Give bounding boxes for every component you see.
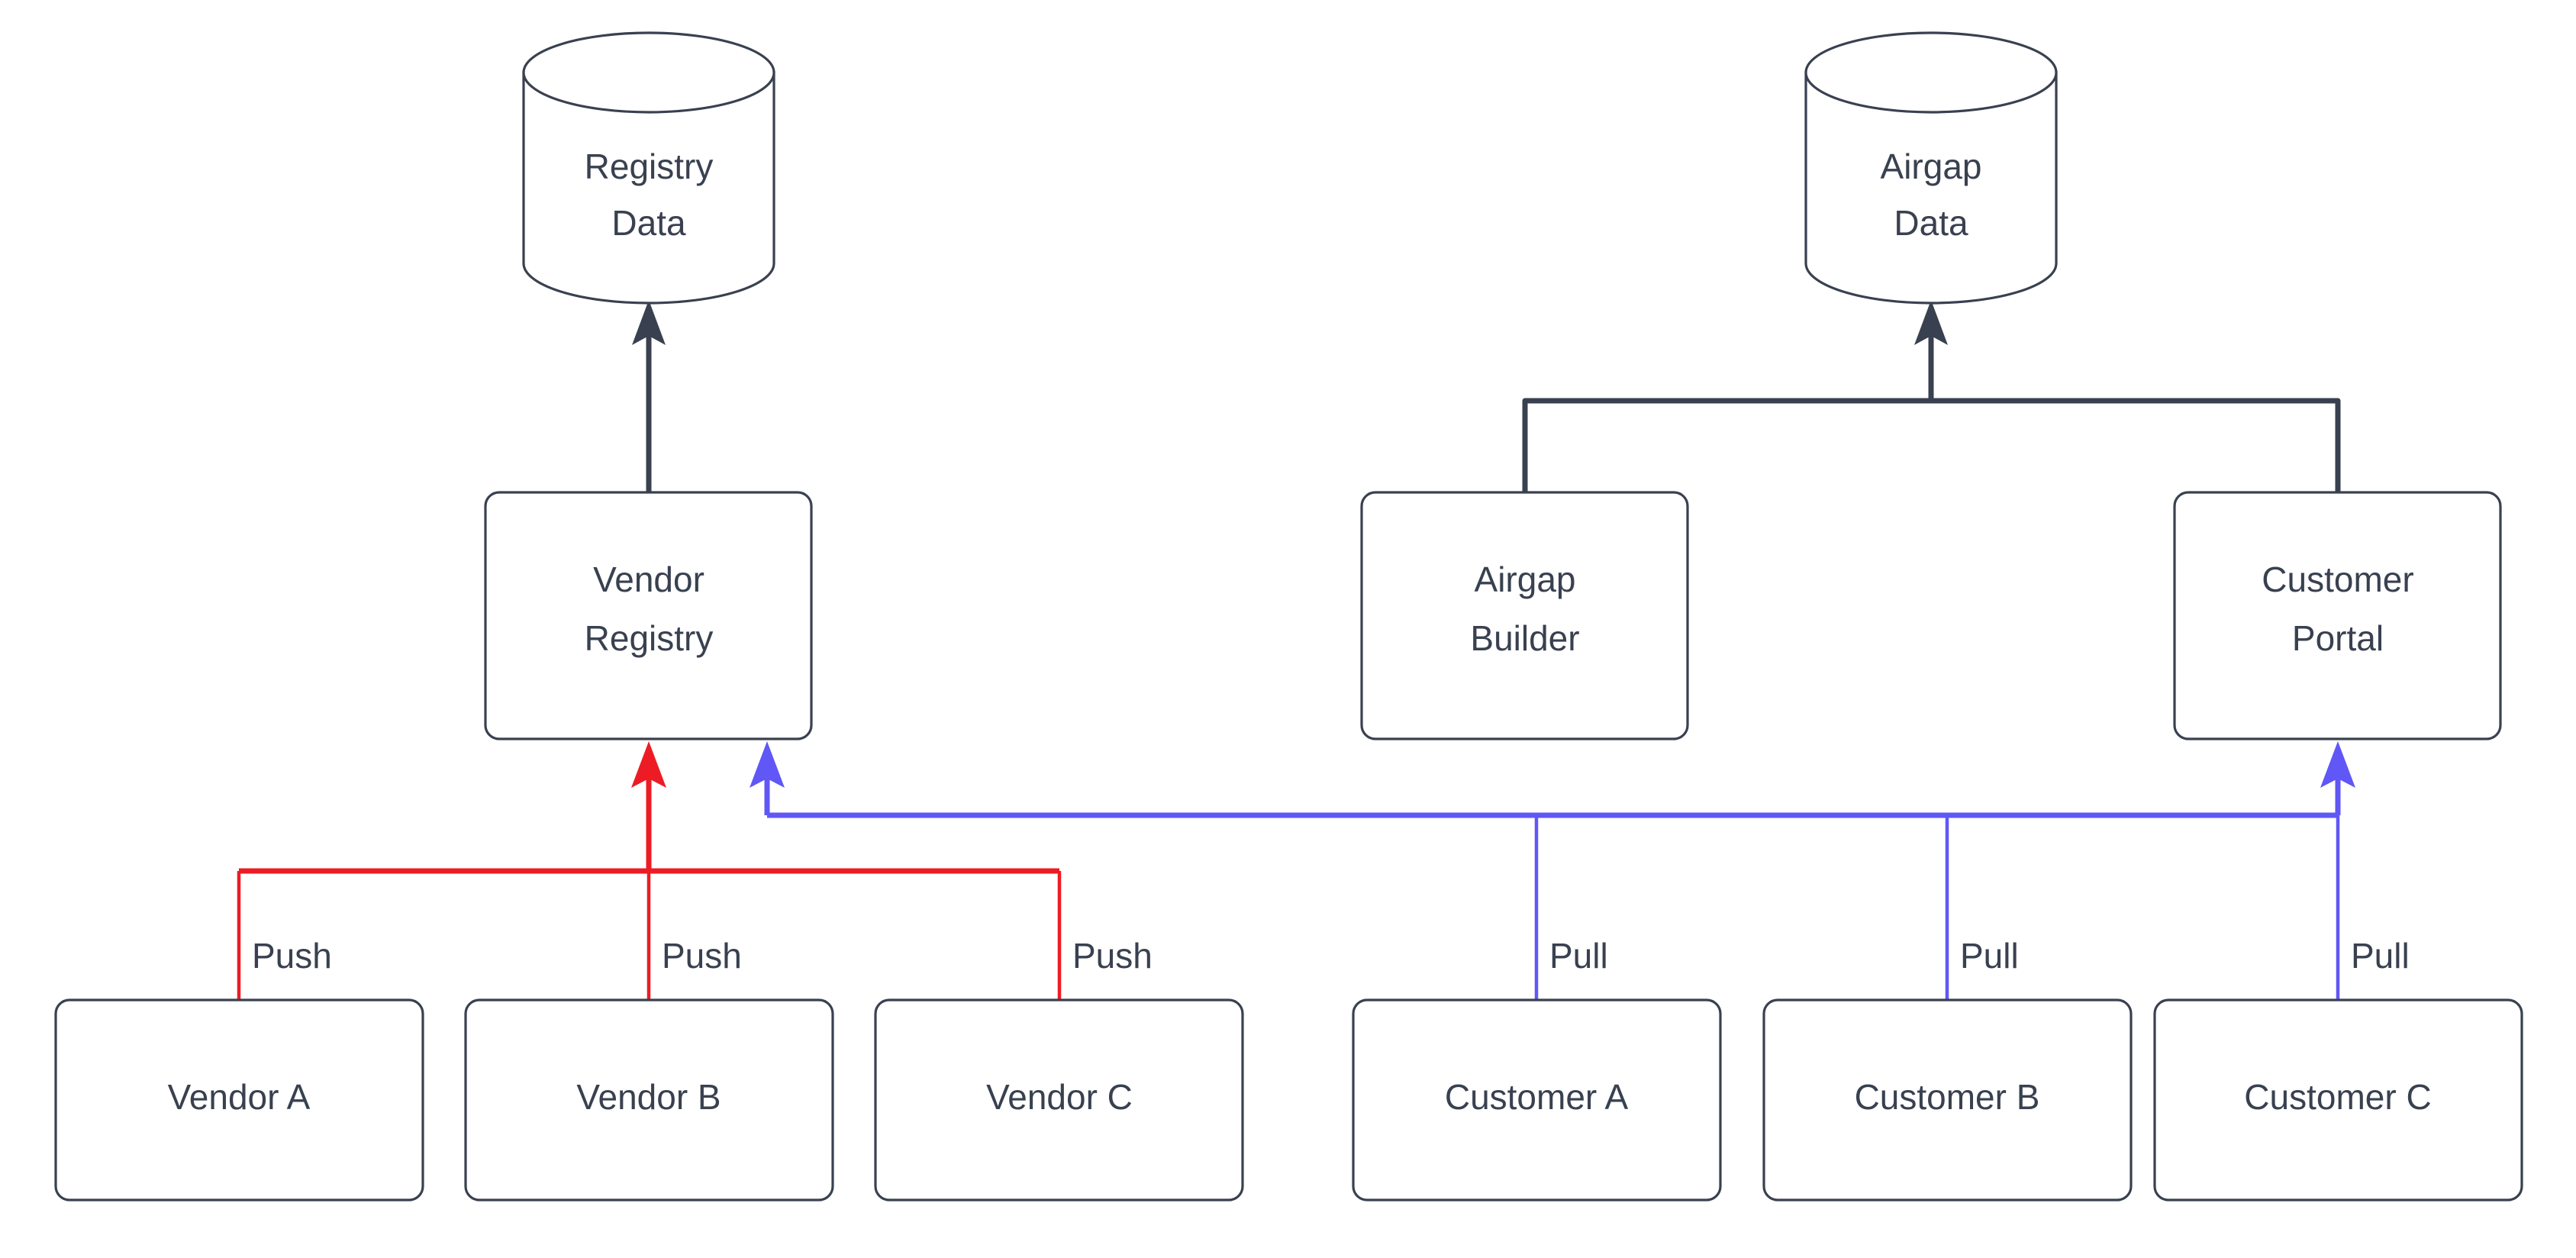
- node-airgap-builder[interactable]: Airgap Builder: [1360, 491, 1689, 740]
- vendor-c-label: Vendor C: [986, 1077, 1133, 1117]
- edge-pull-spine: [750, 741, 2355, 818]
- customer-portal-label-line2: Portal: [2292, 618, 2384, 658]
- edge-customer-portal-to-airgap-data: [1931, 398, 2341, 492]
- airgap-builder-label-line2: Builder: [1470, 618, 1579, 658]
- node-customer-a[interactable]: Customer A: [1352, 998, 1722, 1202]
- vendor-registry-label-line2: Registry: [585, 618, 714, 658]
- registry-data-label-line2: Data: [611, 203, 686, 243]
- airgap-data-label-line1: Airgap: [1881, 147, 1982, 186]
- node-vendor-c[interactable]: Vendor C: [874, 998, 1244, 1202]
- node-customer-c[interactable]: Customer C: [2153, 998, 2523, 1202]
- node-vendor-registry[interactable]: Vendor Registry: [484, 491, 813, 740]
- edge-push-spine: [239, 741, 1059, 874]
- edge-airgap-builder-to-airgap-data: [1522, 398, 1931, 492]
- node-customer-b[interactable]: Customer B: [1762, 998, 2133, 1202]
- node-vendor-a[interactable]: Vendor A: [54, 998, 424, 1202]
- node-customer-portal[interactable]: Customer Portal: [2173, 491, 2502, 740]
- vendor-a-label: Vendor A: [168, 1077, 311, 1117]
- vendor-registry-label-line1: Vendor: [593, 560, 704, 599]
- vendor-b-label: Vendor B: [576, 1077, 721, 1117]
- airgap-builder-label-line1: Airgap: [1475, 560, 1576, 599]
- edge-label-pull-b: Pull: [1960, 936, 2019, 976]
- node-registry-data[interactable]: Registry Data: [522, 31, 775, 305]
- customer-c-label: Customer C: [2244, 1077, 2431, 1117]
- edge-label-pull-c: Pull: [2351, 936, 2410, 976]
- registry-data-label-line1: Registry: [585, 147, 714, 186]
- airgap-data-label-line2: Data: [1894, 203, 1968, 243]
- airgap-data-inbound-arrow: [1914, 300, 1948, 401]
- node-vendor-b[interactable]: Vendor B: [464, 998, 834, 1202]
- edge-label-push-b: Push: [662, 936, 742, 976]
- edge-label-push-a: Push: [252, 936, 332, 976]
- edge-vendor-registry-to-registry-data: [632, 300, 666, 492]
- node-airgap-data[interactable]: Airgap Data: [1804, 31, 2058, 305]
- customer-b-label: Customer B: [1855, 1077, 2040, 1117]
- edge-label-push-c: Push: [1072, 936, 1153, 976]
- customer-portal-label-line1: Customer: [2262, 560, 2413, 599]
- edge-label-pull-a: Pull: [1549, 936, 1608, 976]
- customer-a-label: Customer A: [1445, 1077, 1629, 1117]
